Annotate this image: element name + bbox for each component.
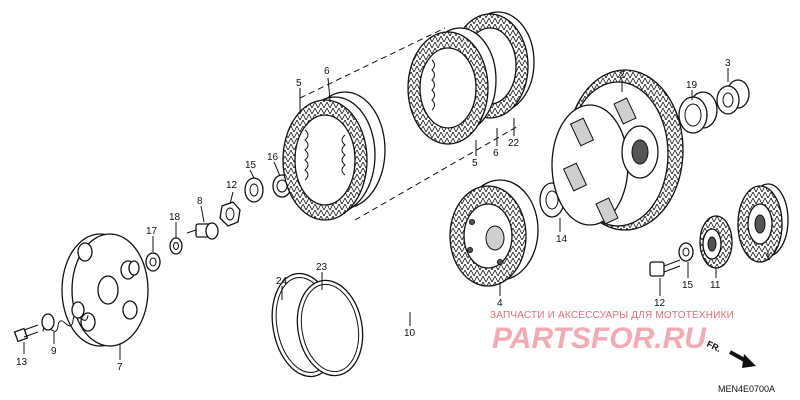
needle-bearing-part-21: [678, 91, 718, 134]
callout-1: 1: [765, 252, 771, 263]
front-direction-arrow: FR.: [705, 339, 756, 368]
lock-washer-part-17: [244, 177, 264, 203]
spring-part-9: [41, 301, 89, 332]
watermark-logo: PARTSFOR.RU: [492, 322, 707, 355]
bolt-part-12: [649, 259, 681, 277]
callout-5-rear: 5: [472, 158, 478, 169]
callout-24: 24: [276, 276, 288, 287]
clutch-plates-rear-set: [407, 11, 535, 145]
clutch-outer-part-2: [551, 69, 684, 231]
leader-lines: [23, 68, 769, 360]
bolt-part-13: [13, 324, 39, 343]
clutch-cover-part-7: [61, 233, 149, 347]
callout-16: 14: [556, 234, 568, 245]
front-marker-label: FR.: [705, 339, 722, 354]
alignment-line: [299, 27, 446, 99]
watermark: ЗАПЧАСТИ И АКСЕССУАРЫ ДЛЯ МОТОТЕХНИКИ PA…: [490, 310, 734, 355]
callout-13: 13: [16, 357, 28, 368]
alignment-line: [354, 124, 521, 221]
lock-washer-part-20: [169, 237, 183, 255]
callout-5: 5: [296, 78, 302, 89]
bolt-part-8: [186, 222, 219, 240]
collar-part-3: [716, 79, 750, 115]
callout-3: 3: [725, 58, 731, 69]
callout-15: 15: [682, 280, 694, 291]
callout-21: 19: [686, 80, 698, 91]
callout-8: 8: [197, 196, 203, 207]
clutch-center-part-4: [449, 179, 539, 287]
callout-labels: 5 6 16 15 12 8 18 17 7 9 13 24 23 10 4 1…: [16, 58, 771, 373]
callout-4: 4: [497, 298, 503, 309]
lifter-rod-part-10: [363, 260, 449, 314]
gear-part-1: [737, 183, 789, 263]
callout-12: 12: [654, 298, 666, 309]
gear-part-11: [699, 215, 733, 269]
callout-11: 11: [710, 280, 721, 291]
callout-6-rear: 6: [493, 148, 499, 159]
washer-part-19: [145, 252, 161, 272]
callout-6: 6: [324, 66, 330, 77]
callout-14: 12: [226, 180, 238, 191]
callout-17: 15: [245, 160, 257, 171]
washer-part-15: [678, 242, 694, 262]
callout-19: 17: [146, 226, 158, 237]
callout-20: 18: [169, 212, 181, 223]
callout-18: 16: [267, 152, 279, 163]
callout-7: 7: [117, 362, 123, 373]
callout-23: 23: [316, 262, 328, 273]
callout-2: 2: [619, 70, 625, 81]
callout-9: 9: [51, 346, 57, 357]
diagram-code: MEN4E0700A: [718, 384, 775, 394]
nut-part-14: [219, 201, 241, 227]
watermark-tagline: ЗАПЧАСТИ И АКСЕССУАРЫ ДЛЯ МОТОТЕХНИКИ: [490, 310, 734, 321]
clutch-plates-front-set: [282, 91, 386, 221]
callout-22: 22: [508, 138, 520, 149]
callout-10: 10: [404, 328, 416, 339]
